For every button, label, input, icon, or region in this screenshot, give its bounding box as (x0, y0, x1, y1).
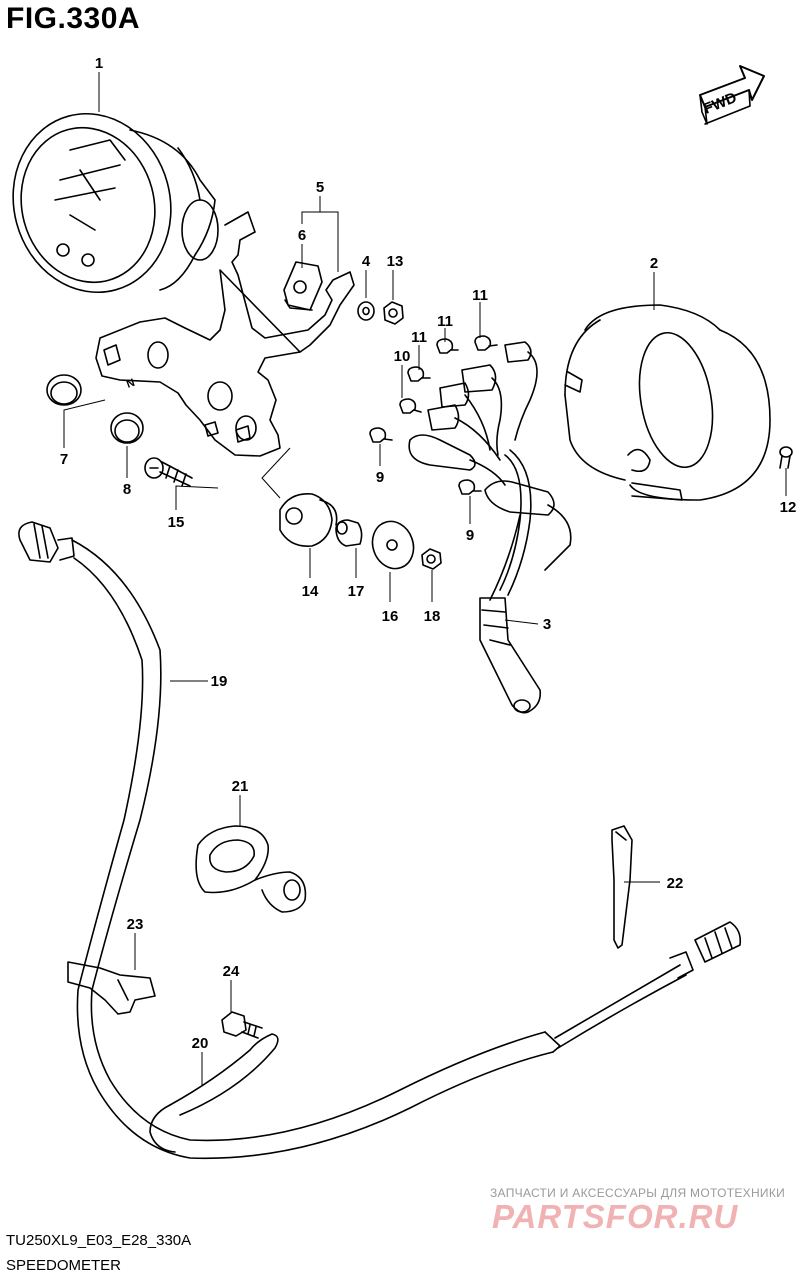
callout-group: 1 2 3 4 5 6 7 8 9 9 10 11 11 11 12 13 14… (60, 55, 797, 1052)
callout-10: 10 (394, 348, 411, 365)
callout-21: 21 (232, 778, 249, 795)
cable-clip (67, 961, 156, 1015)
screw-15 (144, 457, 193, 487)
washer-4 (357, 301, 375, 321)
figure-title: FIG.330A (6, 2, 141, 35)
bulb-11c (407, 366, 431, 382)
neutral-indicator-label: N (125, 377, 137, 391)
cable-clamp (195, 825, 307, 913)
screw-12 (779, 446, 793, 469)
callout-15: 15 (168, 514, 185, 531)
cable-guide (149, 1033, 279, 1153)
callout-11b: 11 (437, 313, 453, 330)
callout-9a: 9 (376, 469, 384, 486)
callout-3: 3 (543, 616, 551, 633)
indicator-holder (283, 261, 323, 311)
callout-2: 2 (650, 255, 658, 272)
callout-23: 23 (127, 916, 144, 933)
callout-22: 22 (667, 875, 684, 892)
wiring-harness (408, 341, 572, 714)
callout-11c: 11 (411, 329, 427, 346)
callout-19: 19 (211, 673, 228, 690)
leader-lines (63, 72, 787, 1085)
collar-17 (335, 519, 363, 547)
callout-14: 14 (302, 583, 319, 600)
callout-13: 13 (387, 253, 404, 270)
bulb-9a (369, 427, 393, 443)
washer-16 (371, 520, 415, 570)
tie-wrap (611, 825, 633, 949)
fwd-arrow-icon (699, 65, 765, 125)
callout-4: 4 (362, 253, 371, 270)
figure-code: TU250XL9_E03_E28_330A (6, 1232, 192, 1249)
meter-case (564, 304, 771, 501)
grommet-8 (110, 412, 144, 444)
callout-6: 6 (298, 227, 306, 244)
bulb-11a (474, 335, 498, 351)
callout-24: 24 (223, 963, 240, 980)
nut-18 (421, 548, 442, 570)
callout-7: 7 (60, 451, 68, 468)
bulb-11b (436, 338, 459, 354)
callout-12: 12 (780, 499, 797, 516)
speedometer-cable (18, 521, 742, 1160)
callout-5: 5 (316, 179, 324, 196)
callout-17: 17 (348, 583, 365, 600)
callout-9b: 9 (466, 527, 474, 544)
watermark-tagline: ЗАПЧАСТИ И АКСЕССУАРЫ ДЛЯ МОТОТЕХНИКИ (490, 1186, 786, 1200)
callout-8: 8 (123, 481, 131, 498)
bulb-9b (458, 479, 482, 495)
callout-18: 18 (424, 608, 441, 625)
grommet-14 (279, 493, 338, 547)
bulb-10 (399, 398, 422, 414)
figure-name: SPEEDOMETER (6, 1257, 122, 1274)
bolt-24 (221, 1011, 263, 1039)
meter-bracket (95, 211, 355, 457)
callout-20: 20 (192, 1035, 209, 1052)
grommet-7 (46, 374, 82, 406)
speedometer-gauge (12, 112, 219, 294)
callout-11a: 11 (472, 287, 488, 304)
nut-13 (383, 301, 404, 325)
callout-16: 16 (382, 608, 399, 625)
watermark-logo: PARTSFOR.RU (492, 1198, 739, 1235)
callout-1: 1 (95, 55, 103, 72)
